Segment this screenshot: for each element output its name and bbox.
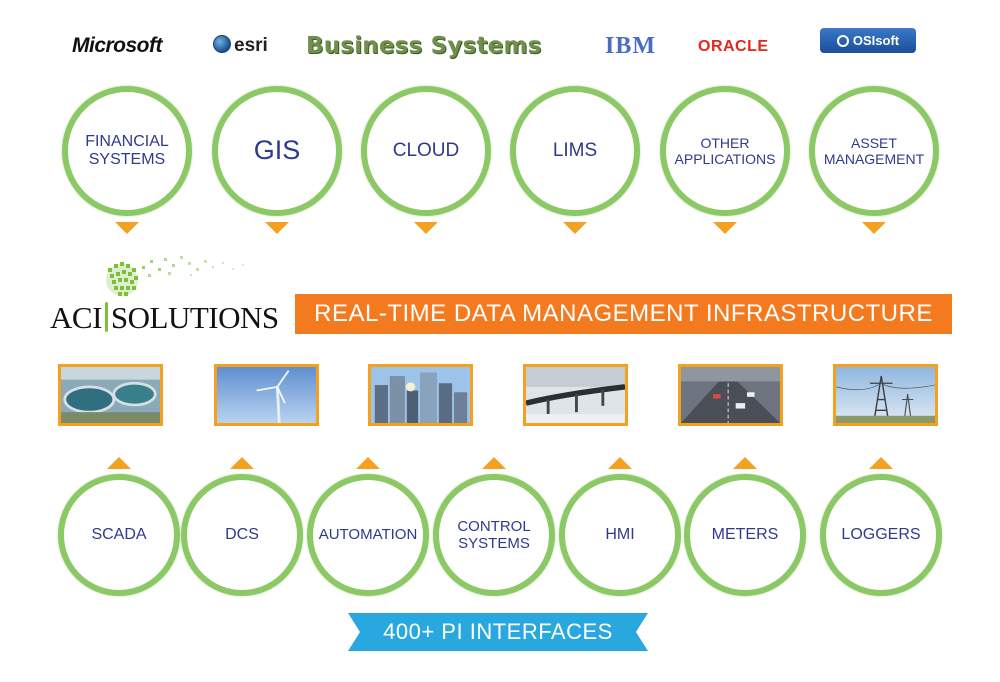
- gis-circle: GIS: [212, 86, 342, 216]
- circle-label: AUTOMATION: [318, 526, 418, 544]
- down-arrow-icon: [265, 222, 289, 234]
- pipeline-photo: [523, 364, 628, 426]
- circle-label: DCS: [225, 525, 259, 543]
- circle-label: CLOUD: [392, 140, 460, 162]
- up-arrow-icon: [107, 457, 131, 469]
- ribbon-shape: [348, 613, 648, 651]
- business-systems-logo: Business Systems: [306, 33, 542, 59]
- meters-circle: METERS: [684, 474, 806, 596]
- power-lines-photo: [833, 364, 938, 426]
- circle-label: SCADA: [91, 525, 147, 543]
- up-arrow-icon: [230, 457, 254, 469]
- down-arrow-icon: [862, 222, 886, 234]
- aci-logo-left: ACI: [50, 300, 102, 335]
- down-arrow-icon: [414, 222, 438, 234]
- aci-pixel-cloud-icon: [106, 256, 244, 296]
- ibm-logo: IBM: [605, 33, 656, 59]
- pi-interfaces-ribbon: 400+ PI INTERFACES: [383, 619, 613, 644]
- circle-label: GIS: [253, 135, 301, 166]
- osisoft-mark-icon: [836, 34, 849, 47]
- circle-label: HMI: [605, 525, 635, 543]
- water-treatment-photo: [58, 364, 163, 426]
- infrastructure-banner: REAL-TIME DATA MANAGEMENT INFRASTRUCTURE: [295, 294, 952, 334]
- esri-logo-text: esri: [234, 35, 268, 56]
- lims-circle: LIMS: [510, 86, 640, 216]
- circle-label: METERS: [711, 525, 779, 543]
- globe-icon: [213, 35, 231, 53]
- cloud-circle: CLOUD: [361, 86, 491, 216]
- up-arrow-icon: [733, 457, 757, 469]
- circle-label: LOGGERS: [841, 525, 921, 543]
- down-arrow-icon: [713, 222, 737, 234]
- wind-turbine-photo: [214, 364, 319, 426]
- up-arrow-icon: [482, 457, 506, 469]
- hmi-circle: HMI: [559, 474, 681, 596]
- highway-traffic-photo: [678, 364, 783, 426]
- scada-circle: SCADA: [58, 474, 180, 596]
- leaf-stem-icon: [104, 302, 108, 332]
- down-arrow-icon: [115, 222, 139, 234]
- aci-logo-right: SOLUTIONS: [110, 300, 279, 335]
- microsoft-logo: Microsoft: [72, 34, 163, 57]
- up-arrow-icon: [608, 457, 632, 469]
- osisoft-logo-text: OSIsoft: [852, 33, 900, 48]
- circle-label: LIMS: [552, 140, 598, 162]
- automation-circle: AUTOMATION: [307, 474, 429, 596]
- oracle-logo: ORACLE: [698, 38, 769, 55]
- up-arrow-icon: [869, 457, 893, 469]
- up-arrow-icon: [356, 457, 380, 469]
- down-arrow-icon: [563, 222, 587, 234]
- city-buildings-photo: [368, 364, 473, 426]
- esri-logo: esri: [213, 35, 268, 57]
- dcs-circle: DCS: [181, 474, 303, 596]
- osisoft-logo: OSIsoft: [820, 28, 916, 53]
- loggers-circle: LOGGERS: [820, 474, 942, 596]
